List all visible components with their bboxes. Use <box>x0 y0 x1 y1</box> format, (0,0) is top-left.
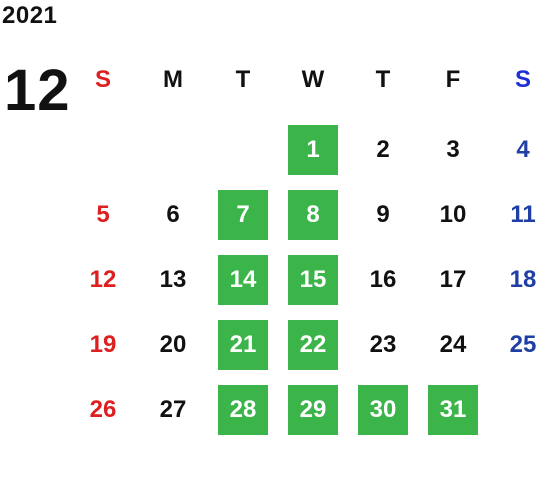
weekday-sun: S <box>94 66 111 93</box>
day-cell-8: 8 <box>288 190 338 240</box>
calendar-month: 12 <box>4 58 71 123</box>
day-cell-3: 3 <box>446 136 460 163</box>
weekday-sat: S <box>514 66 531 93</box>
weekday-mon: M <box>163 66 183 93</box>
day-cell-16: 16 <box>369 266 397 293</box>
day-cell-27: 27 <box>159 396 187 423</box>
day-cell-2: 2 <box>376 136 390 163</box>
day-cell-23: 23 <box>369 331 397 358</box>
day-cell-5: 5 <box>96 201 110 228</box>
day-cell-9: 9 <box>376 201 390 228</box>
day-cell-11: 11 <box>510 201 536 228</box>
day-cell-10: 10 <box>439 201 467 228</box>
day-cell-31: 31 <box>428 385 478 435</box>
day-cell-25: 25 <box>509 331 537 358</box>
day-cell-24: 24 <box>439 331 467 358</box>
day-cell-29: 29 <box>288 385 338 435</box>
day-cell-6: 6 <box>166 201 180 228</box>
day-cell-26: 26 <box>89 396 117 423</box>
day-cell-14: 14 <box>218 255 268 305</box>
weekday-wed: W <box>301 66 325 93</box>
day-cell-4: 4 <box>516 136 530 163</box>
calendar-year: 2021 <box>2 2 58 29</box>
day-cell-13: 13 <box>159 266 187 293</box>
day-cell-17: 17 <box>439 266 467 293</box>
weekday-fri: F <box>445 66 461 93</box>
day-cell-19: 19 <box>89 331 117 358</box>
day-cell-7: 7 <box>218 190 268 240</box>
day-cell-22: 22 <box>288 320 338 370</box>
day-cell-20: 20 <box>159 331 187 358</box>
day-cell-1: 1 <box>288 125 338 175</box>
weekday-tue: T <box>235 66 251 93</box>
day-cell-18: 18 <box>509 266 537 293</box>
day-cell-21: 21 <box>218 320 268 370</box>
weekday-thu: T <box>375 66 391 93</box>
day-cell-12: 12 <box>89 266 117 293</box>
day-cell-28: 28 <box>218 385 268 435</box>
day-cell-15: 15 <box>288 255 338 305</box>
day-cell-30: 30 <box>358 385 408 435</box>
